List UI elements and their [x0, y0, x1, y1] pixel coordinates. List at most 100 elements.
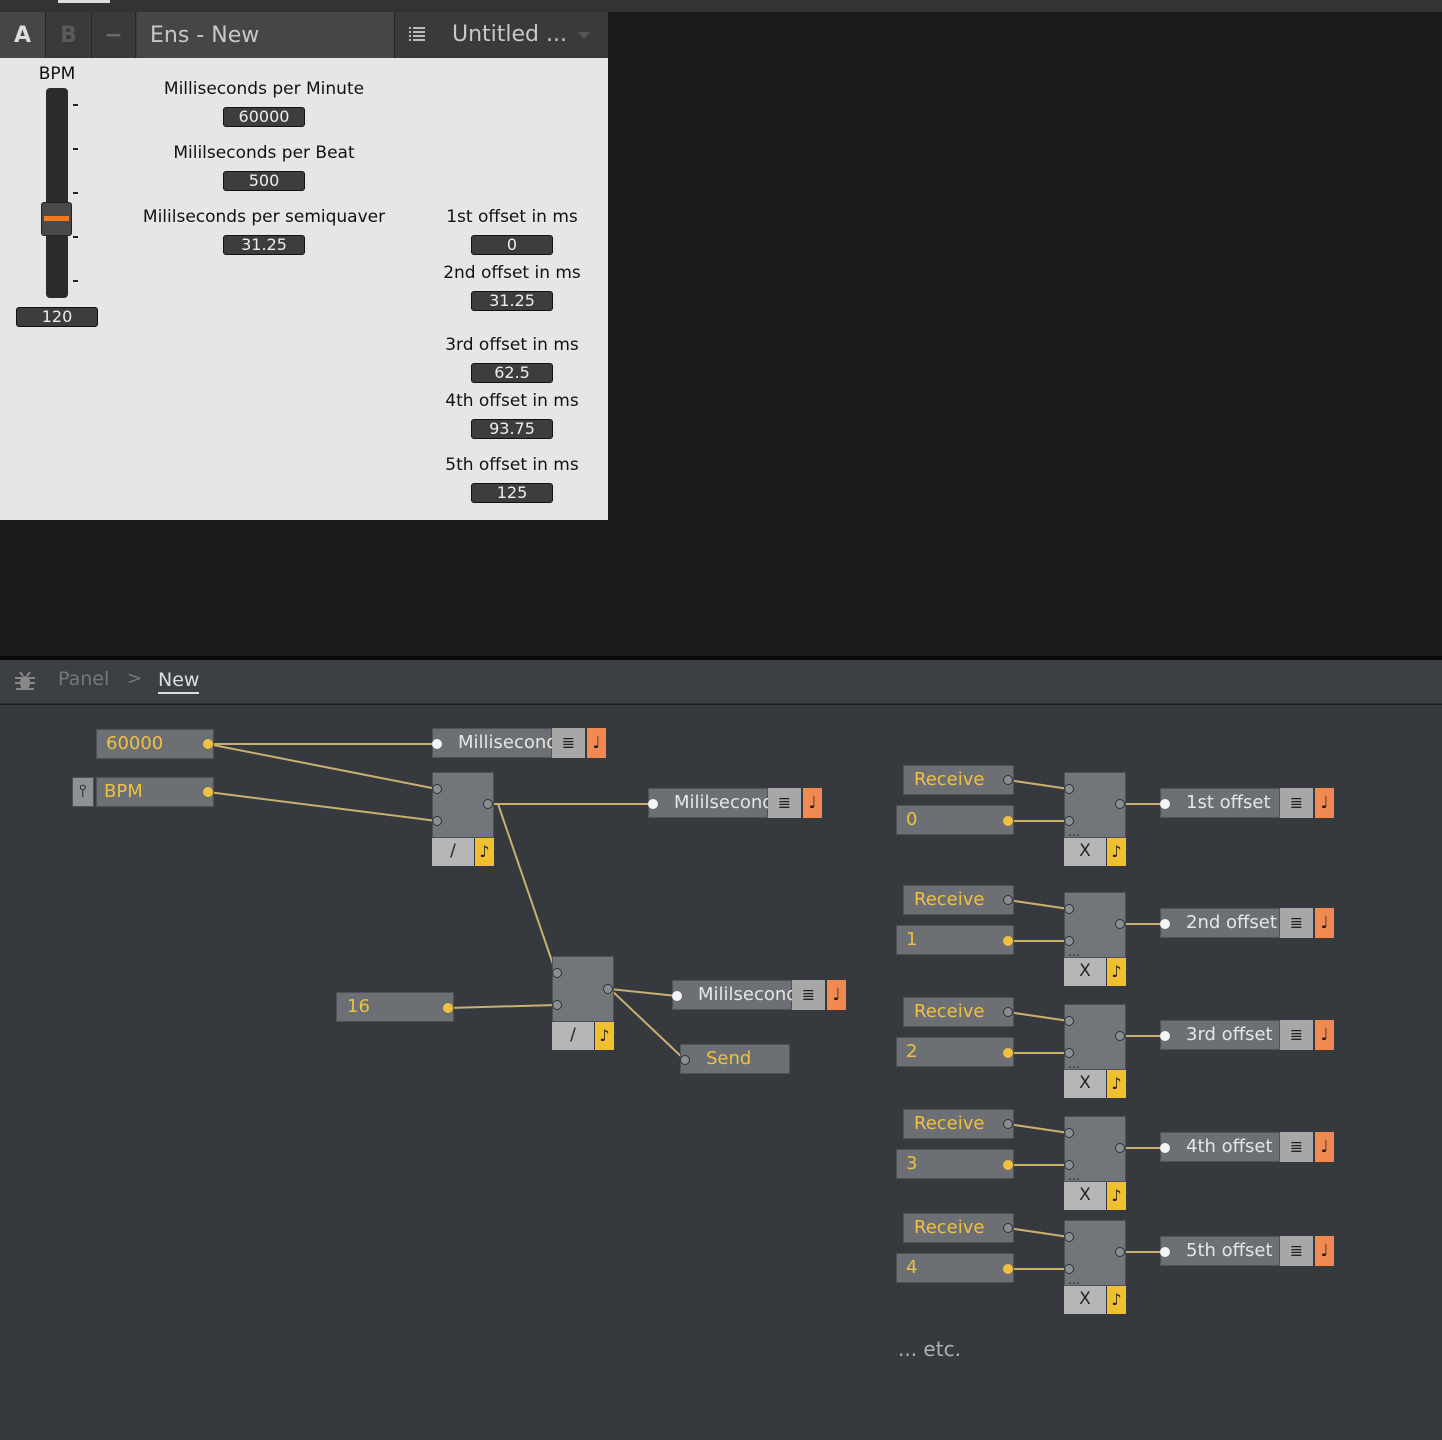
output-port[interactable]	[1003, 936, 1013, 946]
output-port[interactable]	[1115, 919, 1125, 929]
output-port[interactable]	[1115, 799, 1125, 809]
input-port[interactable]	[1160, 799, 1170, 809]
input-port[interactable]	[1064, 936, 1074, 946]
input-port[interactable]	[1064, 1016, 1074, 1026]
minimize-button[interactable]: −	[92, 12, 136, 58]
input-port[interactable]	[432, 784, 442, 794]
input-port[interactable]	[1064, 1160, 1074, 1170]
properties-button[interactable]	[1280, 788, 1313, 818]
input-port[interactable]	[1064, 1232, 1074, 1242]
output-port[interactable]	[483, 799, 493, 809]
input-port[interactable]	[680, 1055, 690, 1065]
receive-module[interactable]	[903, 1213, 1014, 1243]
event-output-badge[interactable]	[1315, 1236, 1334, 1266]
input-port[interactable]	[1160, 1143, 1170, 1153]
input-port[interactable]	[552, 1000, 562, 1010]
input-port[interactable]	[1064, 816, 1074, 826]
active-tab-indicator[interactable]	[58, 0, 110, 3]
ms-per-minute-value[interactable]: 60000	[223, 107, 305, 127]
input-port[interactable]	[1064, 784, 1074, 794]
output-port[interactable]	[1003, 1048, 1013, 1058]
input-port[interactable]	[1160, 1247, 1170, 1257]
event-output-badge[interactable]	[1315, 908, 1334, 938]
constant-16-module[interactable]	[336, 992, 454, 1022]
ms-per-semiquaver-value[interactable]: 31.25	[223, 235, 305, 255]
output-port[interactable]	[1003, 1007, 1013, 1017]
snapshot-name-dropdown[interactable]: Untitled ...	[452, 22, 567, 47]
receive-module[interactable]	[903, 885, 1014, 915]
output-port[interactable]	[1115, 1143, 1125, 1153]
bpm-value[interactable]: 120	[16, 307, 98, 327]
offset-display-module[interactable]	[1160, 908, 1280, 938]
output-port[interactable]	[1003, 1223, 1013, 1233]
receive-module[interactable]	[903, 997, 1014, 1027]
event-output-badge[interactable]	[827, 980, 846, 1010]
constant-index-module[interactable]	[896, 1253, 1014, 1283]
ensemble-name[interactable]: Ens - New	[137, 12, 395, 58]
offset-display-module[interactable]	[1160, 1236, 1280, 1266]
output-port[interactable]	[1115, 1031, 1125, 1041]
input-port[interactable]	[432, 816, 442, 826]
input-port[interactable]	[672, 991, 682, 1001]
event-badge[interactable]	[1107, 1286, 1126, 1314]
output-port[interactable]	[1003, 816, 1013, 826]
constant-60000-module[interactable]	[96, 729, 214, 759]
properties-button[interactable]	[792, 980, 825, 1010]
output-port[interactable]	[1003, 1119, 1013, 1129]
breadcrumb-panel[interactable]: Panel	[58, 668, 110, 690]
bpm-knob-module[interactable]	[96, 777, 214, 807]
ms-per-beat-display-module[interactable]	[648, 788, 768, 818]
input-port[interactable]	[1160, 919, 1170, 929]
event-output-badge[interactable]	[1315, 1132, 1334, 1162]
output-port[interactable]	[203, 787, 213, 797]
output-port[interactable]	[1003, 775, 1013, 785]
input-port[interactable]	[432, 739, 442, 749]
knob-handle[interactable]	[72, 777, 94, 807]
properties-button[interactable]	[552, 728, 585, 758]
event-output-badge[interactable]	[803, 788, 822, 818]
properties-button[interactable]	[1280, 1132, 1313, 1162]
event-badge[interactable]	[1107, 838, 1126, 866]
input-port[interactable]	[1160, 1031, 1170, 1041]
offset-3-value[interactable]: 62.5	[471, 363, 553, 383]
constant-index-module[interactable]	[896, 1149, 1014, 1179]
offset-2-value[interactable]: 31.25	[471, 291, 553, 311]
properties-button[interactable]	[1280, 908, 1313, 938]
output-port[interactable]	[1115, 1247, 1125, 1257]
snapshot-b-button[interactable]: B	[46, 12, 92, 58]
input-port[interactable]	[552, 968, 562, 978]
ms-per-minute-display-module[interactable]	[432, 728, 552, 758]
view-divider[interactable]	[0, 656, 1442, 660]
bpm-fader[interactable]	[46, 88, 68, 298]
input-port[interactable]	[1064, 904, 1074, 914]
bpm-fader-handle[interactable]	[41, 202, 72, 237]
offset-1-value[interactable]: 0	[471, 235, 553, 255]
output-port[interactable]	[443, 1003, 453, 1013]
input-port[interactable]	[1064, 1264, 1074, 1274]
list-icon[interactable]	[408, 25, 426, 43]
output-port[interactable]	[1003, 1160, 1013, 1170]
output-port[interactable]	[603, 984, 613, 994]
receive-module[interactable]	[903, 1109, 1014, 1139]
offset-display-module[interactable]	[1160, 788, 1280, 818]
event-output-badge[interactable]	[587, 728, 606, 758]
properties-button[interactable]	[1280, 1020, 1313, 1050]
properties-button[interactable]	[768, 788, 801, 818]
input-port[interactable]	[1064, 1048, 1074, 1058]
event-output-badge[interactable]	[1315, 788, 1334, 818]
snapshot-a-button[interactable]: A	[0, 12, 46, 58]
event-badge[interactable]	[1107, 1182, 1126, 1210]
offset-4-value[interactable]: 93.75	[471, 419, 553, 439]
event-badge[interactable]	[475, 838, 494, 866]
constant-index-module[interactable]	[896, 1037, 1014, 1067]
input-port[interactable]	[648, 799, 658, 809]
constant-index-module[interactable]	[896, 805, 1014, 835]
receive-module[interactable]	[903, 765, 1014, 795]
input-port[interactable]	[1064, 1128, 1074, 1138]
bug-icon[interactable]	[13, 670, 37, 694]
output-port[interactable]	[1003, 895, 1013, 905]
divide-module[interactable]	[552, 956, 614, 1022]
event-badge[interactable]	[595, 1022, 614, 1050]
event-badge[interactable]	[1107, 1070, 1126, 1098]
offset-5-value[interactable]: 125	[471, 483, 553, 503]
